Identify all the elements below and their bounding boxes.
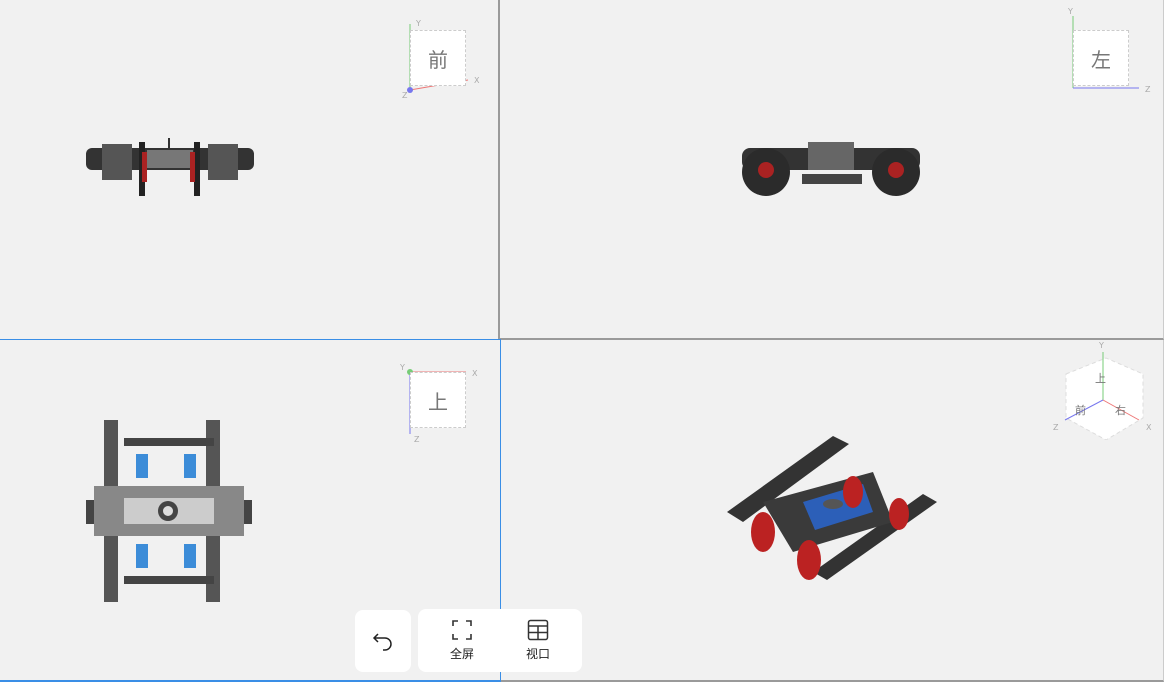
undo-icon bbox=[372, 633, 392, 651]
view-toolbar: 全屏 视口 bbox=[418, 609, 582, 672]
view-cube-iso[interactable]: Y X Z 上 前 右 bbox=[1051, 340, 1161, 440]
viewport-left[interactable]: Y Z 左 bbox=[500, 0, 1164, 340]
bogie-model-front bbox=[86, 138, 254, 196]
viewport-button[interactable]: 视口 bbox=[500, 619, 576, 662]
svg-text:X: X bbox=[474, 76, 480, 85]
viewport-layout-icon bbox=[527, 619, 549, 641]
cube-face[interactable]: 左 bbox=[1073, 30, 1129, 86]
viewport-iso[interactable]: Y X Z 上 前 右 bbox=[501, 340, 1164, 682]
viewport-label: 视口 bbox=[525, 647, 550, 661]
svg-text:Z: Z bbox=[1145, 85, 1151, 94]
svg-text:Y: Y bbox=[415, 19, 421, 28]
fullscreen-label: 全屏 bbox=[449, 647, 474, 661]
svg-text:Z: Z bbox=[414, 435, 420, 444]
view-cube-top[interactable]: Y X Z 上 bbox=[398, 362, 483, 444]
view-cube-front[interactable]: Y X Z 前 bbox=[400, 18, 485, 98]
viewport-top[interactable]: Y X Z 上 bbox=[0, 339, 501, 682]
cube-face-right[interactable]: 右 bbox=[1115, 403, 1126, 417]
svg-text:X: X bbox=[472, 369, 478, 378]
bogie-model-side bbox=[742, 142, 920, 196]
undo-button[interactable] bbox=[355, 610, 411, 672]
svg-text:Z: Z bbox=[1053, 423, 1059, 432]
view-cube-left[interactable]: Y Z 左 bbox=[1065, 4, 1155, 98]
viewport-front[interactable]: Y X Z 前 bbox=[0, 0, 500, 340]
fullscreen-icon bbox=[452, 620, 472, 640]
svg-text:Y: Y bbox=[1067, 7, 1073, 16]
cube-face-top[interactable]: 上 bbox=[1095, 372, 1106, 385]
bogie-model-iso bbox=[727, 436, 937, 580]
bogie-model-top bbox=[86, 420, 252, 602]
cube-face[interactable]: 上 bbox=[410, 372, 466, 428]
svg-text:X: X bbox=[1146, 423, 1152, 432]
svg-text:Z: Z bbox=[402, 91, 408, 98]
svg-text:Y: Y bbox=[399, 363, 405, 372]
svg-text:Y: Y bbox=[1098, 341, 1104, 350]
cube-face[interactable]: 前 bbox=[410, 30, 466, 86]
fullscreen-button[interactable]: 全屏 bbox=[424, 619, 500, 662]
cube-face-front[interactable]: 前 bbox=[1075, 403, 1086, 417]
